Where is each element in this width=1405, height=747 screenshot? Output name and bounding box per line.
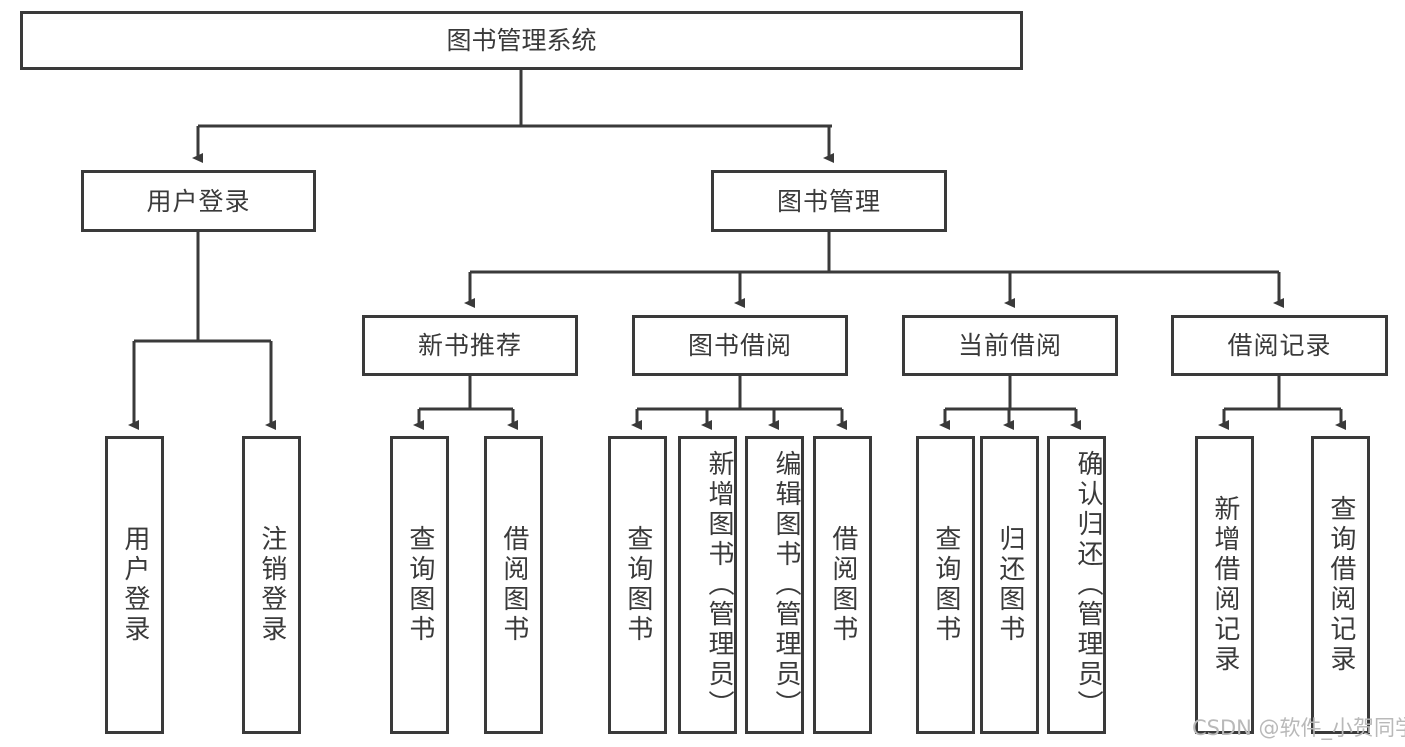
leaf-add-book-label: 新增图书（管理员） xyxy=(704,450,734,720)
leaf-logout[interactable]: 注销登录 xyxy=(242,436,301,734)
node-book-borrow[interactable]: 图书借阅 xyxy=(632,315,848,376)
leaf-query-book-1-label: 查询图书 xyxy=(404,525,435,645)
watermark-text: CSDN @软件_小贺同学 xyxy=(1192,716,1405,740)
node-user-login[interactable]: 用户登录 xyxy=(81,170,316,232)
leaf-logout-label: 注销登录 xyxy=(256,525,287,645)
node-borrow-record[interactable]: 借阅记录 xyxy=(1171,315,1388,376)
leaf-user-login[interactable]: 用户登录 xyxy=(105,436,164,734)
leaf-edit-book-label: 编辑图书（管理员） xyxy=(771,450,801,720)
leaf-borrow-book-2-label: 借阅图书 xyxy=(827,525,858,645)
leaf-confirm-return-label: 确认归还（管理员） xyxy=(1073,450,1103,720)
leaf-borrow-book-2[interactable]: 借阅图书 xyxy=(813,436,872,734)
node-new-book-recommend-label: 新书推荐 xyxy=(417,331,522,360)
node-current-borrow[interactable]: 当前借阅 xyxy=(902,315,1118,376)
node-book-borrow-label: 图书借阅 xyxy=(687,331,792,360)
leaf-add-record[interactable]: 新增借阅记录 xyxy=(1195,436,1254,734)
leaf-add-book[interactable]: 新增图书（管理员） xyxy=(678,436,737,734)
leaf-query-record[interactable]: 查询借阅记录 xyxy=(1311,436,1370,734)
leaf-confirm-return[interactable]: 确认归还（管理员） xyxy=(1047,436,1106,734)
leaf-add-record-label: 新增借阅记录 xyxy=(1209,495,1240,675)
leaf-borrow-book-1[interactable]: 借阅图书 xyxy=(484,436,543,734)
leaf-borrow-book-1-label: 借阅图书 xyxy=(498,525,529,645)
node-new-book-recommend[interactable]: 新书推荐 xyxy=(362,315,578,376)
leaf-query-record-label: 查询借阅记录 xyxy=(1325,495,1356,675)
node-current-borrow-label: 当前借阅 xyxy=(957,331,1062,360)
leaf-query-book-3[interactable]: 查询图书 xyxy=(916,436,975,734)
leaf-user-login-label: 用户登录 xyxy=(119,525,150,645)
node-root-label: 图书管理系统 xyxy=(446,26,597,55)
leaf-return-book-label: 归还图书 xyxy=(994,525,1025,645)
node-root-system[interactable]: 图书管理系统 xyxy=(20,11,1023,70)
node-book-management[interactable]: 图书管理 xyxy=(711,170,947,232)
node-book-management-label: 图书管理 xyxy=(776,186,881,216)
node-borrow-record-label: 借阅记录 xyxy=(1227,331,1332,360)
leaf-return-book[interactable]: 归还图书 xyxy=(980,436,1039,734)
node-user-login-label: 用户登录 xyxy=(146,186,251,216)
leaf-query-book-3-label: 查询图书 xyxy=(930,525,961,645)
leaf-edit-book[interactable]: 编辑图书（管理员） xyxy=(745,436,804,734)
leaf-query-book-1[interactable]: 查询图书 xyxy=(390,436,449,734)
leaf-query-book-2-label: 查询图书 xyxy=(622,525,653,645)
leaf-query-book-2[interactable]: 查询图书 xyxy=(608,436,667,734)
